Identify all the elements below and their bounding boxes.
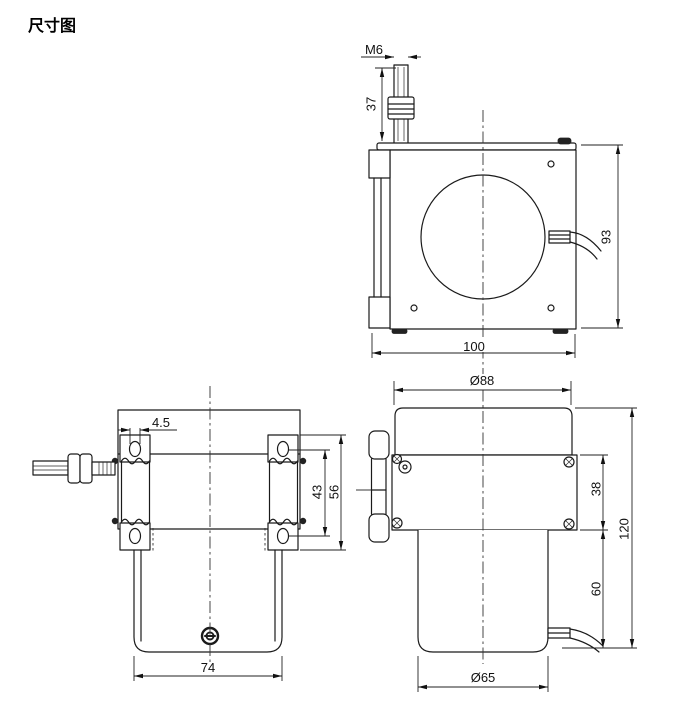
side-drum bbox=[394, 407, 573, 456]
top-stud bbox=[32, 453, 116, 484]
slot-hole bbox=[128, 527, 142, 545]
front-top-plate bbox=[376, 142, 577, 151]
top-body bbox=[117, 409, 301, 530]
side-view bbox=[356, 407, 604, 653]
top-motor-outline bbox=[133, 549, 283, 653]
side-screws bbox=[391, 453, 575, 530]
dim-label-d65: Ø65 bbox=[471, 670, 496, 685]
dim-label-m6: M6 bbox=[365, 42, 383, 57]
dim-label-56: 56 bbox=[327, 485, 342, 499]
dim-label-60: 60 bbox=[589, 582, 604, 596]
front-foot-left bbox=[391, 328, 408, 334]
front-foot-right bbox=[552, 328, 569, 334]
dim-label-93: 93 bbox=[599, 230, 614, 244]
dim-front-stud-37: 37 bbox=[364, 67, 396, 141]
dim-label-37: 37 bbox=[364, 97, 379, 111]
front-left-bracket bbox=[368, 149, 391, 329]
dim-front-height-93: 93 bbox=[581, 144, 623, 329]
dim-side-motor-dia-65: Ø65 bbox=[417, 656, 549, 692]
side-clamp-bracket bbox=[356, 430, 390, 543]
slot-hole bbox=[128, 440, 142, 458]
slot-hole bbox=[276, 440, 290, 458]
dim-label-4-5: 4.5 bbox=[152, 415, 170, 430]
dim-label-100: 100 bbox=[463, 339, 485, 354]
dim-label-74: 74 bbox=[201, 660, 215, 675]
dim-front-thread-m6: M6 bbox=[361, 42, 421, 60]
dim-front-width-100: 100 bbox=[371, 333, 576, 358]
screw-hole bbox=[547, 304, 555, 312]
front-stud bbox=[387, 64, 415, 144]
dim-label-43: 43 bbox=[310, 485, 325, 499]
dim-top-base-width-74: 74 bbox=[133, 656, 283, 681]
side-cable bbox=[547, 627, 604, 653]
top-ears bbox=[119, 434, 299, 551]
dim-top-slot-4-5: 4.5 bbox=[118, 415, 177, 444]
dim-label-120: 120 bbox=[617, 518, 632, 540]
side-flange bbox=[391, 454, 578, 531]
slot-hole bbox=[276, 527, 290, 545]
front-view bbox=[368, 64, 602, 334]
dim-top-bracket-span-56: 56 bbox=[300, 434, 346, 551]
front-top-pad bbox=[557, 137, 572, 145]
page-title: 尺寸图 bbox=[28, 16, 76, 35]
screw-hole bbox=[410, 304, 418, 312]
dim-label-d88: Ø88 bbox=[470, 373, 495, 388]
dim-side-motor-60: 60 bbox=[589, 530, 606, 648]
dim-side-flange-38: 38 bbox=[580, 454, 608, 531]
top-spring-columns bbox=[111, 457, 307, 526]
front-cable bbox=[548, 230, 602, 260]
dim-side-drum-dia-88: Ø88 bbox=[393, 373, 572, 405]
top-view bbox=[32, 409, 307, 653]
dim-side-total-120: 120 bbox=[562, 407, 637, 649]
dim-label-38: 38 bbox=[589, 482, 604, 496]
screw-hole bbox=[547, 160, 555, 168]
dim-top-slot-span-43: 43 bbox=[289, 449, 330, 537]
